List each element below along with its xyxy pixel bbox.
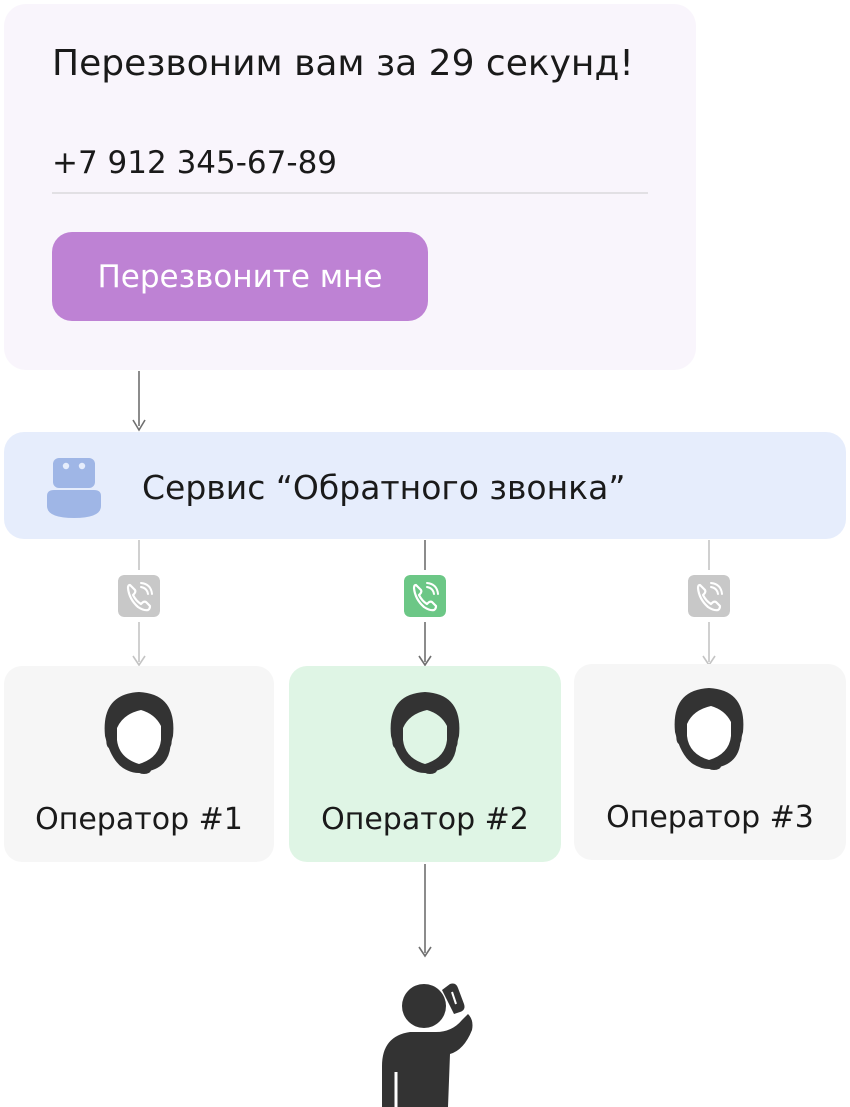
- operator-label-3: Оператор #3: [606, 800, 814, 835]
- phone-input[interactable]: [52, 134, 648, 194]
- operator-headset-icon: [390, 692, 460, 774]
- operator-label-2: Оператор #2: [321, 802, 529, 837]
- service-label: Сервис “Обратного звонка”: [142, 468, 626, 507]
- operator-headset-icon: [104, 692, 174, 774]
- phone-call-icon-active: [404, 575, 446, 617]
- operator-card-2: Оператор #2: [289, 666, 561, 862]
- operator-headset-icon: [674, 688, 744, 770]
- person-on-phone-icon: [382, 983, 473, 1107]
- callback-service-bar: [4, 432, 846, 539]
- phone-call-icon: [118, 575, 160, 617]
- callback-button[interactable]: Перезвоните мне: [52, 232, 428, 321]
- operator-label-1: Оператор #1: [35, 802, 243, 837]
- operator-card-1: Оператор #1: [4, 666, 274, 862]
- robot-icon: [47, 458, 101, 518]
- phone-call-icon: [688, 575, 730, 617]
- operator-card-3: Оператор #3: [574, 664, 846, 860]
- widget-title: Перезвоним вам за 29 секунд!: [52, 43, 634, 84]
